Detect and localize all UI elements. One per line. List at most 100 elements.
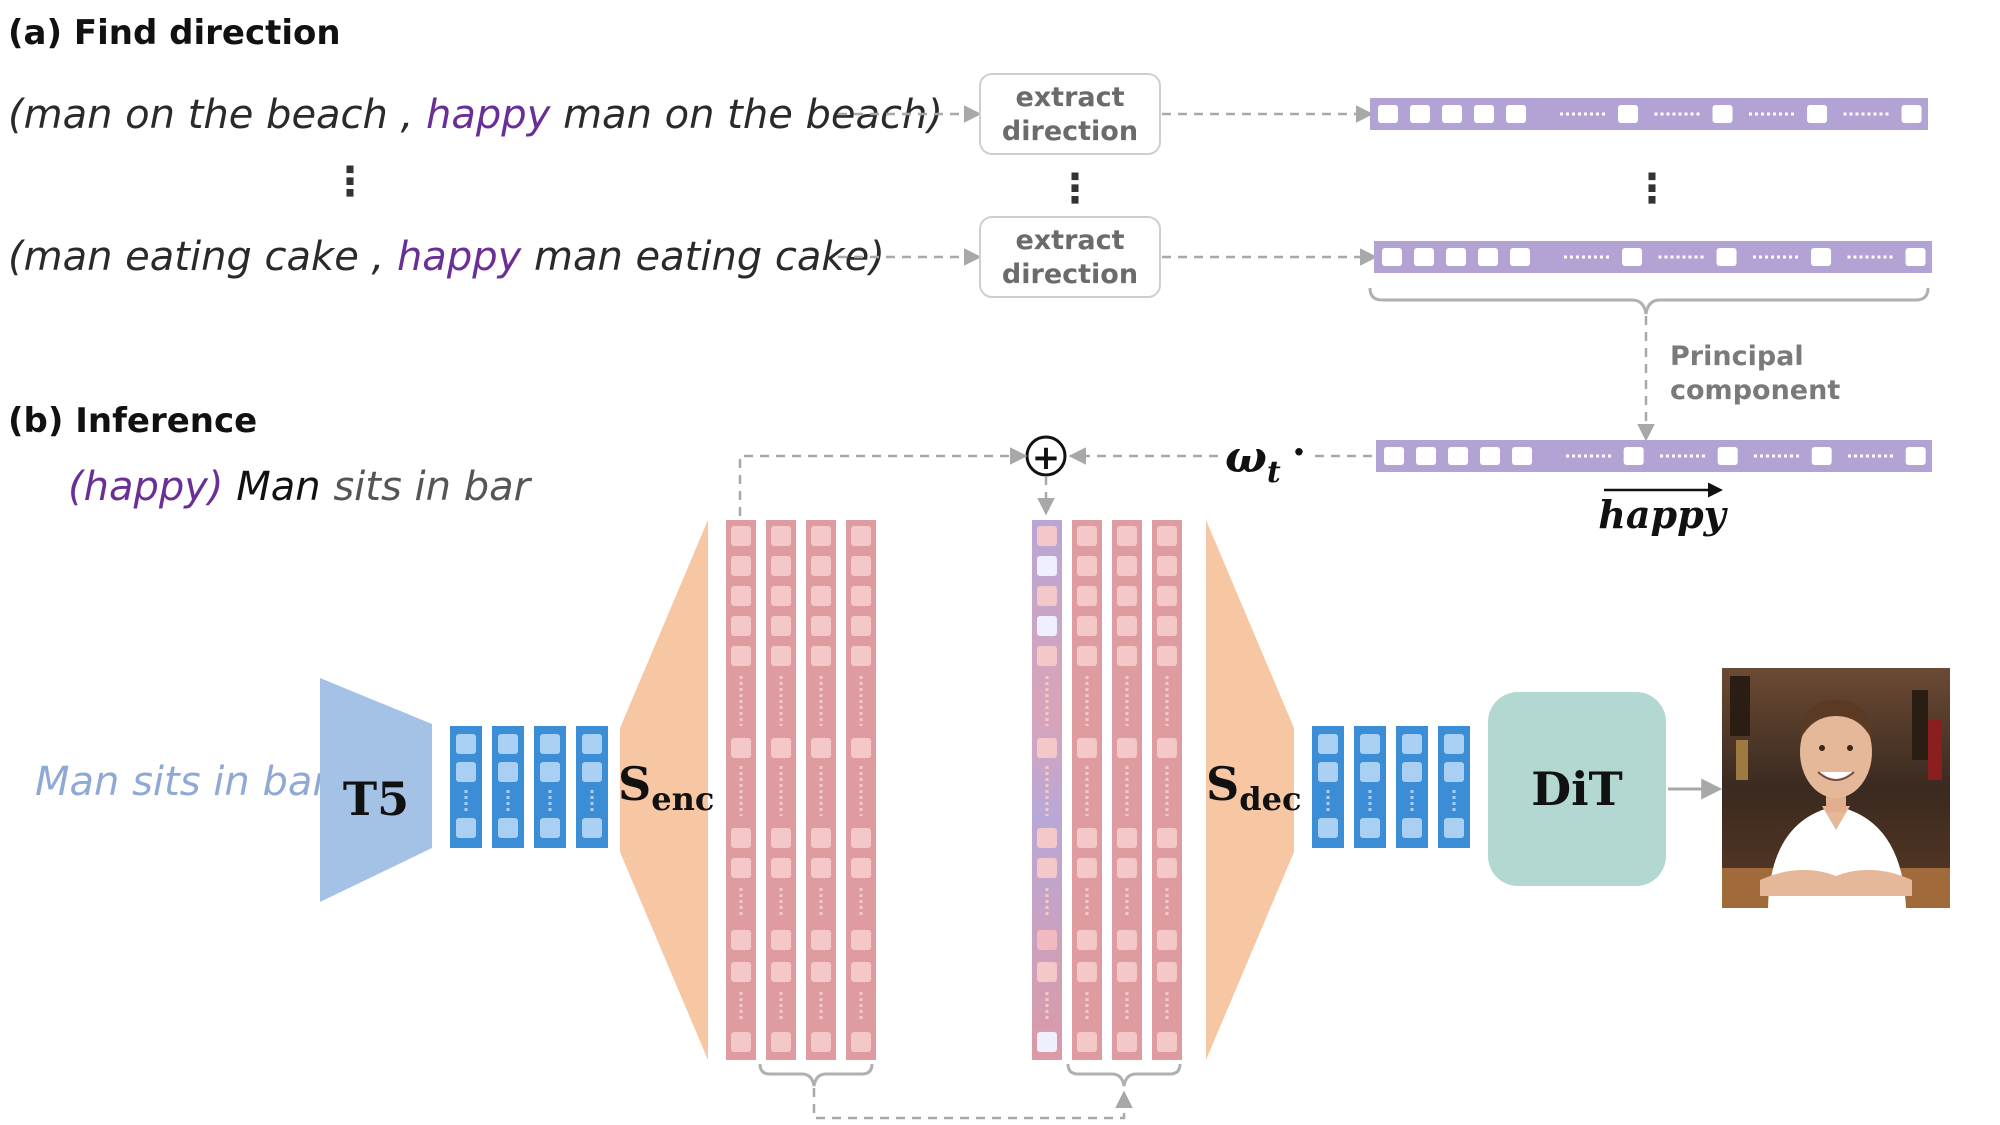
vector-bar [1376,440,1932,472]
sparse-cell [1037,586,1057,606]
vector-cell [1618,105,1639,123]
encoder-brace [758,1063,874,1087]
sparse-cell [851,858,871,878]
sparse-cell [811,930,831,950]
senc-label: Senc [618,757,714,818]
vector-cell [1811,447,1832,465]
sparse-cell [1157,930,1177,950]
vector-cell [1716,248,1737,266]
sparse-cell [731,962,751,982]
vectors-brace [1368,287,1930,315]
sparse-cell [1037,962,1057,982]
vector-cell [1717,447,1738,465]
sparse-cell [771,556,791,576]
sparse-cell [1077,1032,1097,1052]
sparse-cell [1117,962,1137,982]
sparse-cell [731,616,751,636]
dit-box [1488,692,1666,886]
token-cell [456,762,476,782]
vector-cell [1382,248,1402,266]
sparse-cell [1077,738,1097,758]
sparse-cell [1117,586,1137,606]
token-cell [540,818,560,838]
vector-cell [1480,447,1500,465]
sparse-cell [811,646,831,666]
token-cell [1318,734,1338,754]
sparse-cell [1157,828,1177,848]
vector-cell [1811,248,1832,266]
sparse-cell [1117,930,1137,950]
pair2-attr: happy [397,234,523,280]
sparse-cell [731,586,751,606]
sparse-cell [851,962,871,982]
sparse-cell [1077,858,1097,878]
sparse-cell [1077,828,1097,848]
vector-cell [1410,105,1430,123]
sparse-cell [1037,858,1057,878]
sparse-cell [731,738,751,758]
token-cell [1360,818,1380,838]
senc-main: S [618,757,651,811]
sparse-cell [1157,616,1177,636]
sparse-cell [851,646,871,666]
sparse-cell [771,962,791,982]
vector-cell [1512,447,1532,465]
sparse-cell [1037,1032,1057,1052]
vector-bar [1370,98,1928,130]
vector-cell [1446,248,1466,266]
sparse-cell [771,646,791,666]
sparse-cell [731,930,751,950]
arrow-encoder-to-plus [738,447,1028,516]
token-cell [1318,818,1338,838]
sparse-cell [1117,646,1137,666]
pair1-text: (man on the beach , happy man on the bea… [8,92,943,138]
vector-cell [1442,105,1462,123]
sparse-cell [1157,962,1177,982]
sparse-cell [811,962,831,982]
sparse-cell [1077,526,1097,546]
token-cell [1402,762,1422,782]
sparse-cell [811,1032,831,1052]
sparse-cell [731,526,751,546]
inference-prompt: (happy) Man sits in bar [68,464,533,510]
sparse-cell [771,858,791,878]
sdec-sub: dec [1239,780,1301,818]
ellipsis-left: ⋮ [330,159,370,205]
pair2-rest: man eating cake) [521,234,885,280]
principal-line2: component [1670,375,1840,406]
sparse-cell [731,828,751,848]
vector-cell [1448,447,1468,465]
sparse-cell [851,556,871,576]
section-a-title: (a) Find direction [8,13,341,53]
sparse-cell [1117,858,1137,878]
input-prompt: Man sits in bar [35,759,331,805]
sparse-cell [771,930,791,950]
arrow-encoder-to-decoder [812,1088,1133,1120]
sparse-cell [1037,526,1057,546]
direction-vector-1 [1370,98,1928,130]
vector-cell [1623,447,1644,465]
sparse-cell [1157,646,1177,666]
sparse-cell [1077,646,1097,666]
sparse-cell [1077,930,1097,950]
sparse-cell [811,556,831,576]
sparse-cell [1037,738,1057,758]
sparse-cell [771,526,791,546]
sparse-cell [1077,586,1097,606]
sparse-cell [1157,858,1177,878]
sparse-cell [1037,616,1057,636]
vector-cell [1416,447,1436,465]
extract-box1-line2: direction [1002,116,1138,147]
sparse-cell [811,738,831,758]
sdec-main: S [1206,757,1239,811]
sparse-cell [811,526,831,546]
pair1-open: (man on the beach , [8,92,426,138]
token-cell [1402,734,1422,754]
vector-cell [1414,248,1434,266]
sparse-cell [851,616,871,636]
ellipsis-right: ⋮ [1632,166,1672,212]
sparse-cell [771,1032,791,1052]
sparse-cell [1157,1032,1177,1052]
pair2-open: (man eating cake , [8,234,397,280]
omega-sub: t [1267,455,1281,490]
